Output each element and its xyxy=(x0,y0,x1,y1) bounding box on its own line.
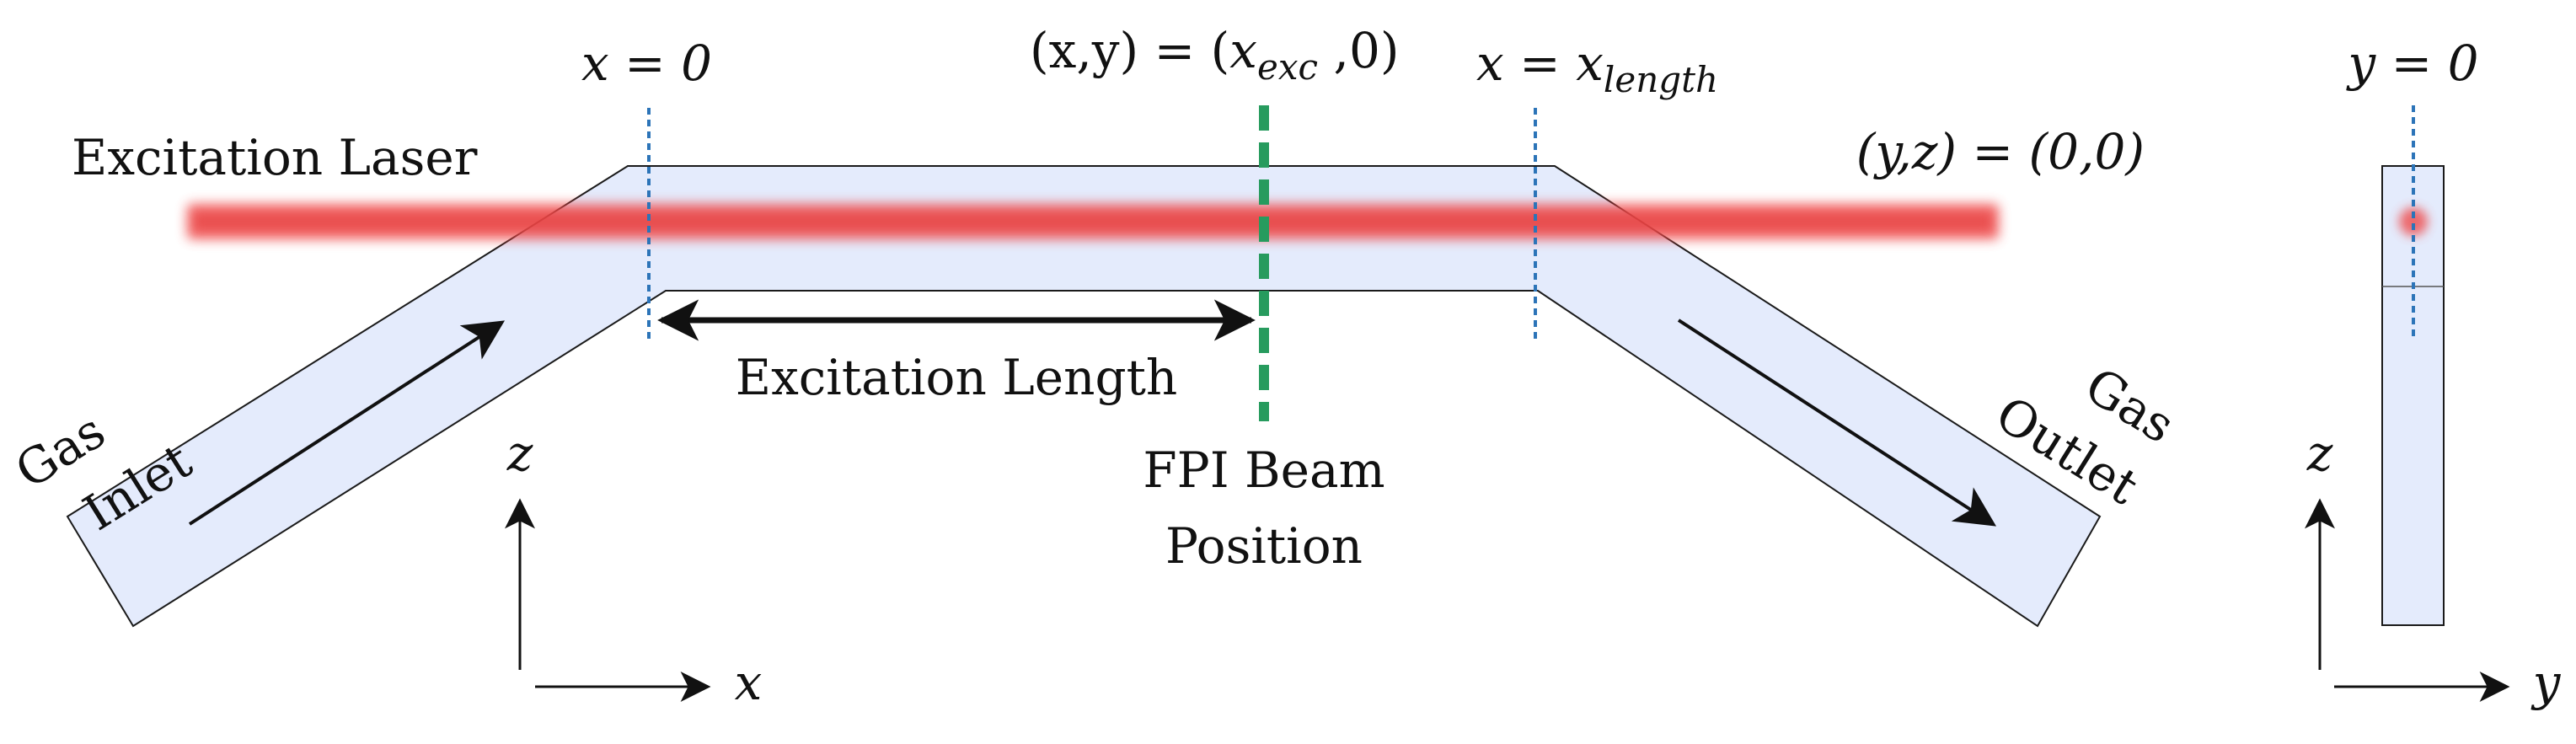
x-length-label: x = xlength xyxy=(1476,35,1718,100)
y-zero-label: y = 0 xyxy=(2345,35,2478,92)
outlet-flow-arrow xyxy=(1677,318,1997,527)
excitation-length-label: Excitation Length xyxy=(736,349,1178,406)
x-zero-label: x = 0 xyxy=(581,35,712,92)
excitation-laser-core xyxy=(195,215,1990,228)
fpi-beam-label-line1: FPI Beam xyxy=(1143,442,1384,499)
z-axis-end-view-label: z xyxy=(2306,425,2333,482)
end-view-channel xyxy=(2381,165,2445,626)
z-axis-label: z xyxy=(506,425,533,482)
flow-channel xyxy=(66,165,2102,628)
excitation-position-label: (x,y) = (xexc ,0) xyxy=(1030,22,1399,88)
fpi-beam-label-line2: Position xyxy=(1165,517,1363,575)
x-axis-label: x xyxy=(735,654,763,711)
inlet-flow-arrow xyxy=(188,320,506,526)
y-axis-end-view-label: y xyxy=(2530,654,2562,711)
excitation-laser-label: Excitation Laser xyxy=(72,129,478,186)
yz-origin-label: (y,z) = (0,0) xyxy=(1856,123,2145,180)
end-view-laser-spot xyxy=(2399,207,2428,236)
